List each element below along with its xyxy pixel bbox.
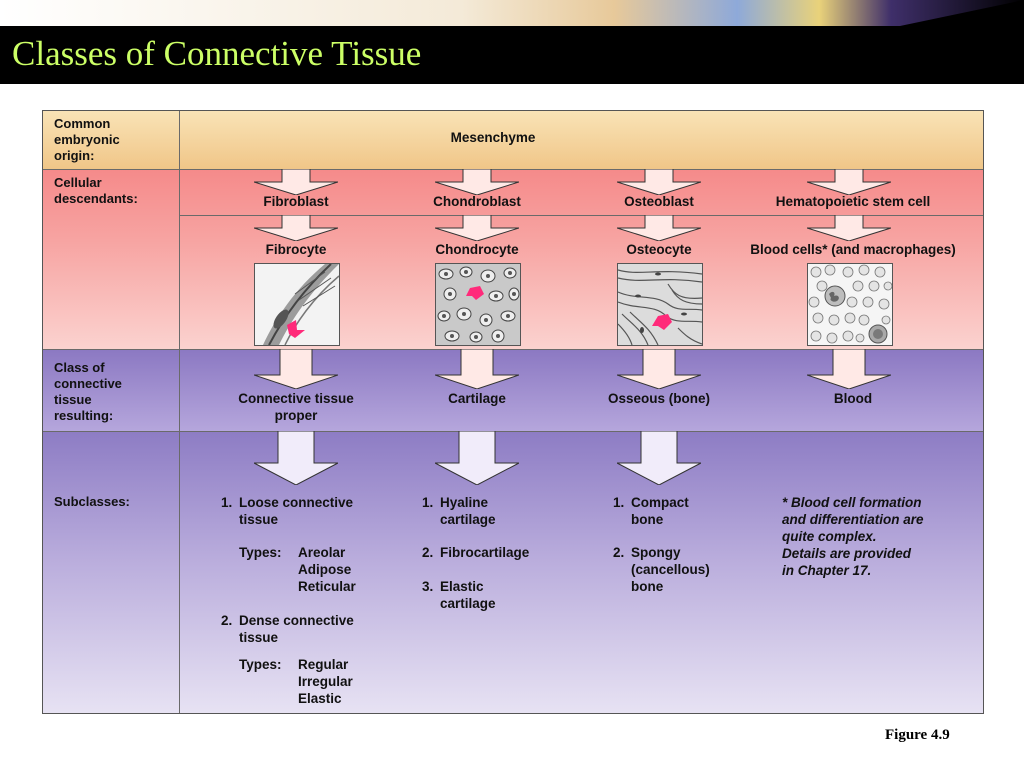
type-item: Elastic <box>298 691 342 706</box>
row-label-origin: Common embryonic origin: <box>54 116 120 163</box>
type-item: Areolar <box>298 545 346 560</box>
fibrocyte-micrograph <box>254 263 340 346</box>
type-item: Regular <box>298 657 349 672</box>
arrow-blood-cells-to-class <box>807 349 891 389</box>
chondrocyte-micrograph <box>435 263 521 346</box>
figure-label: Figure 4.9 <box>885 727 950 743</box>
arrow-fibrocyte-to-class <box>254 349 338 389</box>
arrow-mesenchyme-to-hematopoietic <box>807 169 891 195</box>
arrow-chondroblast-to-chondrocyte <box>435 215 519 241</box>
cell-label-blood-cells: Blood cells* (and macrophages) <box>750 242 956 257</box>
title-bar: Classes of Connective Tissue <box>0 26 1024 84</box>
arrow-bone-to-subclasses <box>617 431 701 485</box>
class-label-blood: Blood <box>833 391 873 406</box>
blood-cells-micrograph <box>807 263 893 346</box>
origin-label: Mesenchyme <box>450 130 536 145</box>
class-band <box>43 349 983 431</box>
subclass-item: Fibrocartilage <box>440 545 530 560</box>
type-item: Adipose <box>298 562 352 577</box>
list-number: 3. <box>422 579 434 594</box>
blast-label-chondroblast: Chondroblast <box>433 194 521 209</box>
arrow-mesenchyme-to-osteoblast <box>617 169 701 195</box>
class-label-connective-tissue-proper: Connective tissue proper <box>238 391 354 423</box>
divider-line <box>43 349 983 350</box>
divider-line <box>43 169 983 170</box>
class-label-cartilage: Cartilage <box>448 391 506 406</box>
types-label: Types: <box>239 657 282 672</box>
cell-label-osteocyte: Osteocyte <box>626 242 692 257</box>
class-label-osseous: Osseous (bone) <box>607 391 710 406</box>
type-item: Irregular <box>298 674 353 689</box>
types-label: Types: <box>239 545 282 560</box>
subclass-item: cartilage <box>440 512 496 527</box>
subclass-item: Compact <box>631 495 689 510</box>
subclass-item: Hyaline <box>440 495 489 510</box>
column-divider <box>179 111 180 713</box>
divider-line <box>179 215 983 216</box>
subclass-item: tissue <box>239 630 279 645</box>
blast-label-osteoblast: Osteoblast <box>624 194 694 209</box>
divider-line <box>43 431 983 432</box>
arrow-ctp-to-subclasses <box>254 431 338 485</box>
blast-label-hematopoietic: Hematopoietic stem cell <box>775 194 931 209</box>
osteocyte-micrograph <box>617 263 703 346</box>
subclass-item: cartilage <box>440 596 496 611</box>
subclass-item: tissue <box>239 512 279 527</box>
subclass-item: Dense connective <box>239 613 354 628</box>
subclass-item: Elastic <box>440 579 484 594</box>
subclass-band <box>43 431 983 713</box>
type-item: Reticular <box>298 579 356 594</box>
subclass-item: Loose connective <box>239 495 354 510</box>
row-label-class: Class of connective tissue resulting: <box>54 360 122 423</box>
arrow-cartilage-to-subclasses <box>435 431 519 485</box>
cell-label-chondrocyte: Chondrocyte <box>435 242 519 257</box>
list-number: 1. <box>422 495 434 510</box>
arrow-hematopoietic-to-blood-cells <box>807 215 891 241</box>
arrow-osteoblast-to-osteocyte <box>617 215 701 241</box>
arrow-osteocyte-to-class <box>617 349 701 389</box>
list-number: 2. <box>613 545 625 560</box>
blood-footnote: * Blood cell formation and differentiati… <box>782 495 924 578</box>
decorative-header-band <box>0 0 1024 26</box>
origin-band <box>43 111 983 169</box>
list-number: 1. <box>221 495 233 510</box>
blast-label-fibroblast: Fibroblast <box>263 194 329 209</box>
row-label-subclasses: Subclasses: <box>54 494 130 509</box>
list-number: 2. <box>221 613 233 628</box>
row-label-cellular: Cellular descendants: <box>54 175 138 206</box>
arrow-fibroblast-to-fibrocyte <box>254 215 338 241</box>
arrow-mesenchyme-to-chondroblast <box>435 169 519 195</box>
arrow-mesenchyme-to-fibroblast <box>254 169 338 195</box>
arrow-chondrocyte-to-class <box>435 349 519 389</box>
subclass-item: Spongy <box>631 545 681 560</box>
cell-label-fibrocyte: Fibrocyte <box>265 242 327 257</box>
subclass-item: bone <box>631 512 664 527</box>
slide-title: Classes of Connective Tissue <box>12 34 422 73</box>
connective-tissue-diagram: Common embryonic origin: Cellular descen… <box>42 110 984 714</box>
list-number: 1. <box>613 495 625 510</box>
subclass-item: bone <box>631 579 664 594</box>
list-number: 2. <box>422 545 434 560</box>
subclass-item: (cancellous) <box>631 562 710 577</box>
